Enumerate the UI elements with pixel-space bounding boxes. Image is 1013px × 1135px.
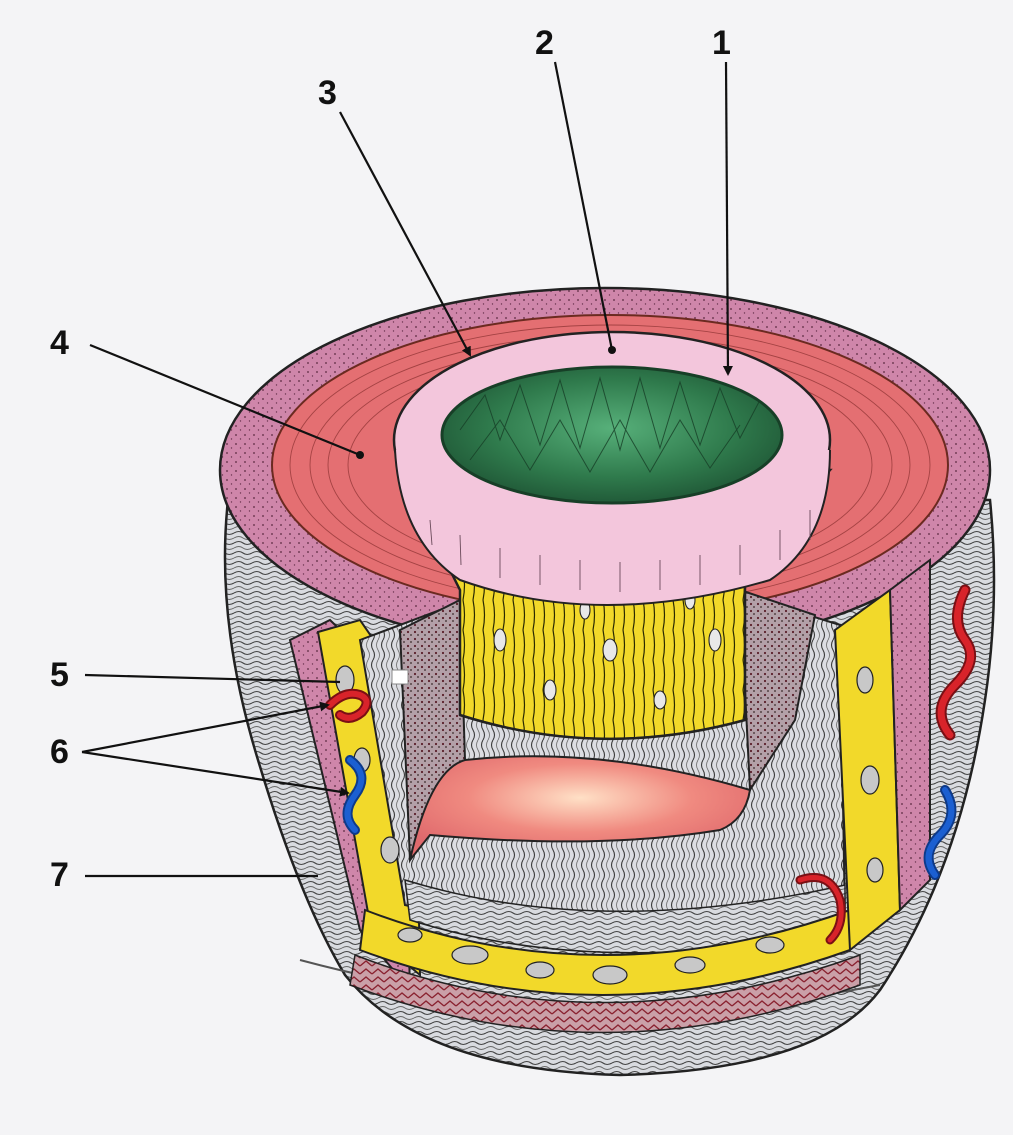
callout-6: 6	[50, 735, 69, 769]
leader-4-dot	[356, 451, 364, 459]
callout-3: 3	[318, 76, 337, 110]
leader-2-dot	[608, 346, 616, 354]
callout-4: 4	[50, 326, 69, 360]
callout-2: 2	[535, 26, 554, 60]
callout-7: 7	[50, 858, 69, 892]
callout-5: 5	[50, 658, 69, 692]
callout-1: 1	[712, 26, 731, 60]
